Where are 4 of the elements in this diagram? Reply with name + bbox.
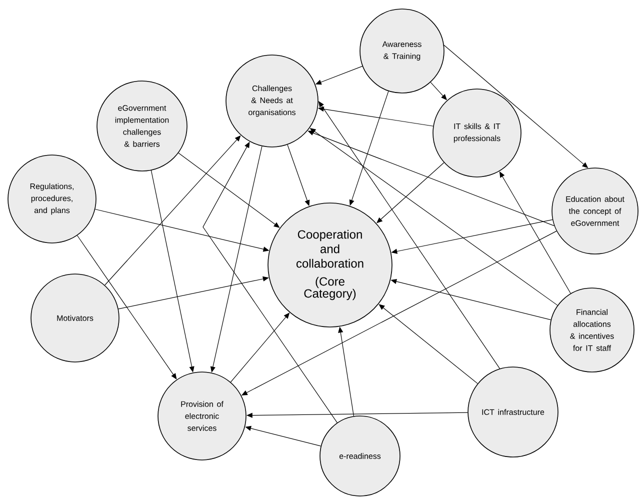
arrow [76,235,177,380]
arrow [378,304,478,384]
arrow [308,130,555,226]
arrow [150,170,194,372]
